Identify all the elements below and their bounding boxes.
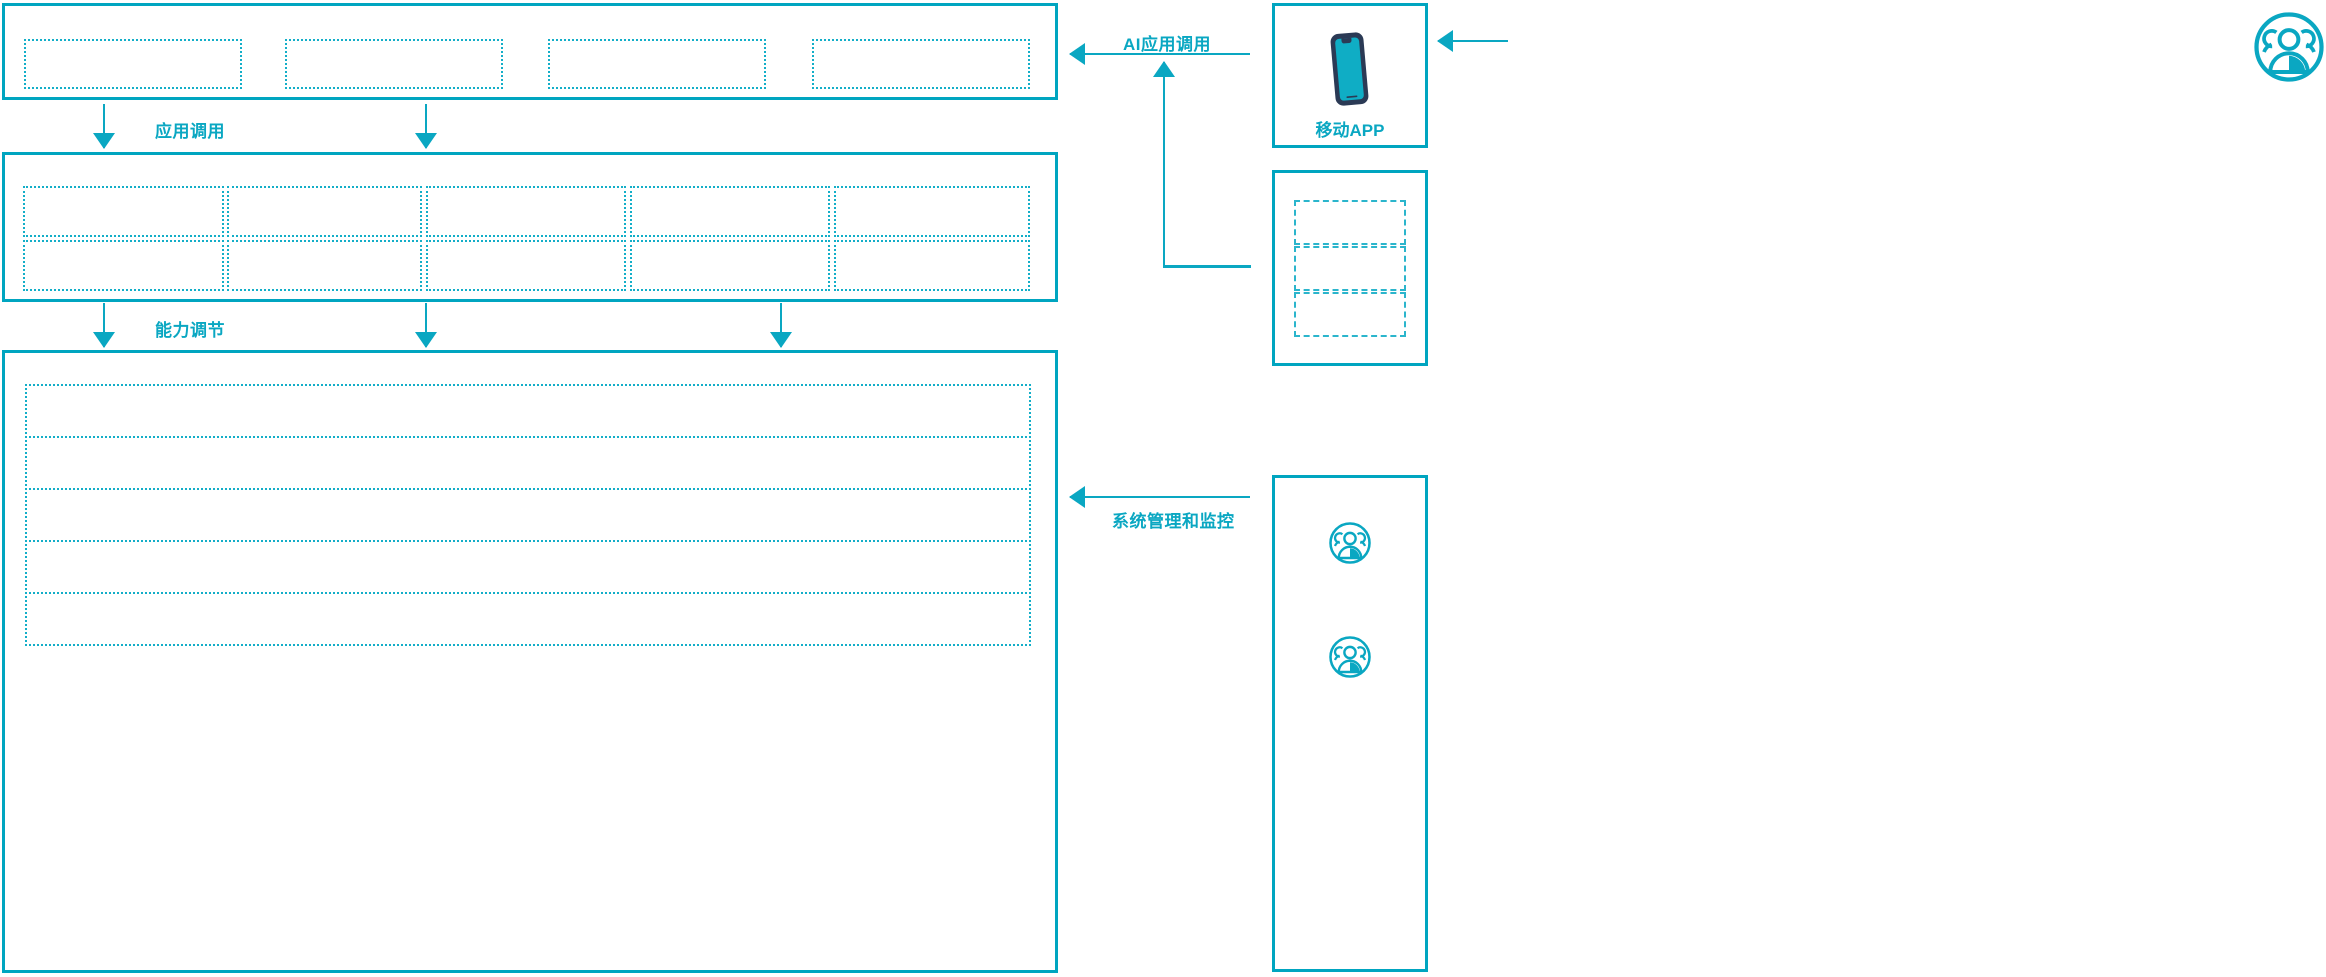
cap-cell-5-2[interactable]	[834, 240, 1030, 291]
infra-band-2[interactable]	[25, 436, 1031, 490]
stack-box-3[interactable]	[1294, 292, 1406, 337]
app-box-1[interactable]	[24, 39, 242, 89]
cap-cell-4-1[interactable]	[630, 186, 830, 237]
cap-cell-2-1[interactable]	[227, 186, 422, 237]
app-box-3[interactable]	[548, 39, 766, 89]
operators-panel	[1272, 475, 1428, 972]
mobile-app-caption: 移动APP	[1315, 121, 1385, 140]
system-manage-monitor-arrow	[1070, 496, 1250, 498]
cap-cell-2-2[interactable]	[227, 240, 422, 291]
capability-adjust-arrow-right	[780, 303, 782, 347]
ai-app-invoke-elbow	[1163, 200, 1251, 267]
stack-box-1[interactable]	[1294, 200, 1406, 245]
infra-band-4[interactable]	[25, 540, 1031, 594]
end-user-to-app-arrow	[1438, 40, 1508, 42]
ai-app-invoke-riser	[1163, 62, 1165, 267]
capability-adjust-arrow-left	[103, 303, 105, 347]
capability-adjust-arrow-mid	[425, 303, 427, 347]
smartphone-icon	[1327, 30, 1373, 108]
cap-cell-1-1[interactable]	[23, 186, 224, 237]
capability-adjust-label: 能力调节	[155, 321, 225, 340]
users-circle-icon-actor	[2249, 7, 2326, 87]
infra-band-3[interactable]	[25, 488, 1031, 542]
users-circle-icon-operator-2	[1326, 633, 1374, 681]
ai-app-invoke-label: AI应用调用	[1123, 35, 1211, 54]
users-circle-icon-operator-1	[1326, 519, 1374, 567]
stack-box-2[interactable]	[1294, 246, 1406, 291]
app-box-4[interactable]	[812, 39, 1030, 89]
cap-cell-5-1[interactable]	[834, 186, 1030, 237]
cap-cell-3-2[interactable]	[426, 240, 626, 291]
app-invoke-arrow-right	[425, 104, 427, 148]
system-manage-monitor-label: 系统管理和监控	[1112, 512, 1235, 531]
ai-app-invoke-feed	[1163, 266, 1251, 268]
infra-band-1[interactable]	[25, 384, 1031, 438]
cap-cell-1-2[interactable]	[23, 240, 224, 291]
cap-cell-3-1[interactable]	[426, 186, 626, 237]
cap-cell-4-2[interactable]	[630, 240, 830, 291]
mobile-app-panel: 移动APP	[1272, 3, 1428, 148]
infra-band-5[interactable]	[25, 592, 1031, 646]
app-invoke-label: 应用调用	[155, 122, 225, 141]
app-box-2[interactable]	[285, 39, 503, 89]
ai-app-invoke-arrow	[1070, 53, 1250, 55]
app-invoke-arrow-left	[103, 104, 105, 148]
